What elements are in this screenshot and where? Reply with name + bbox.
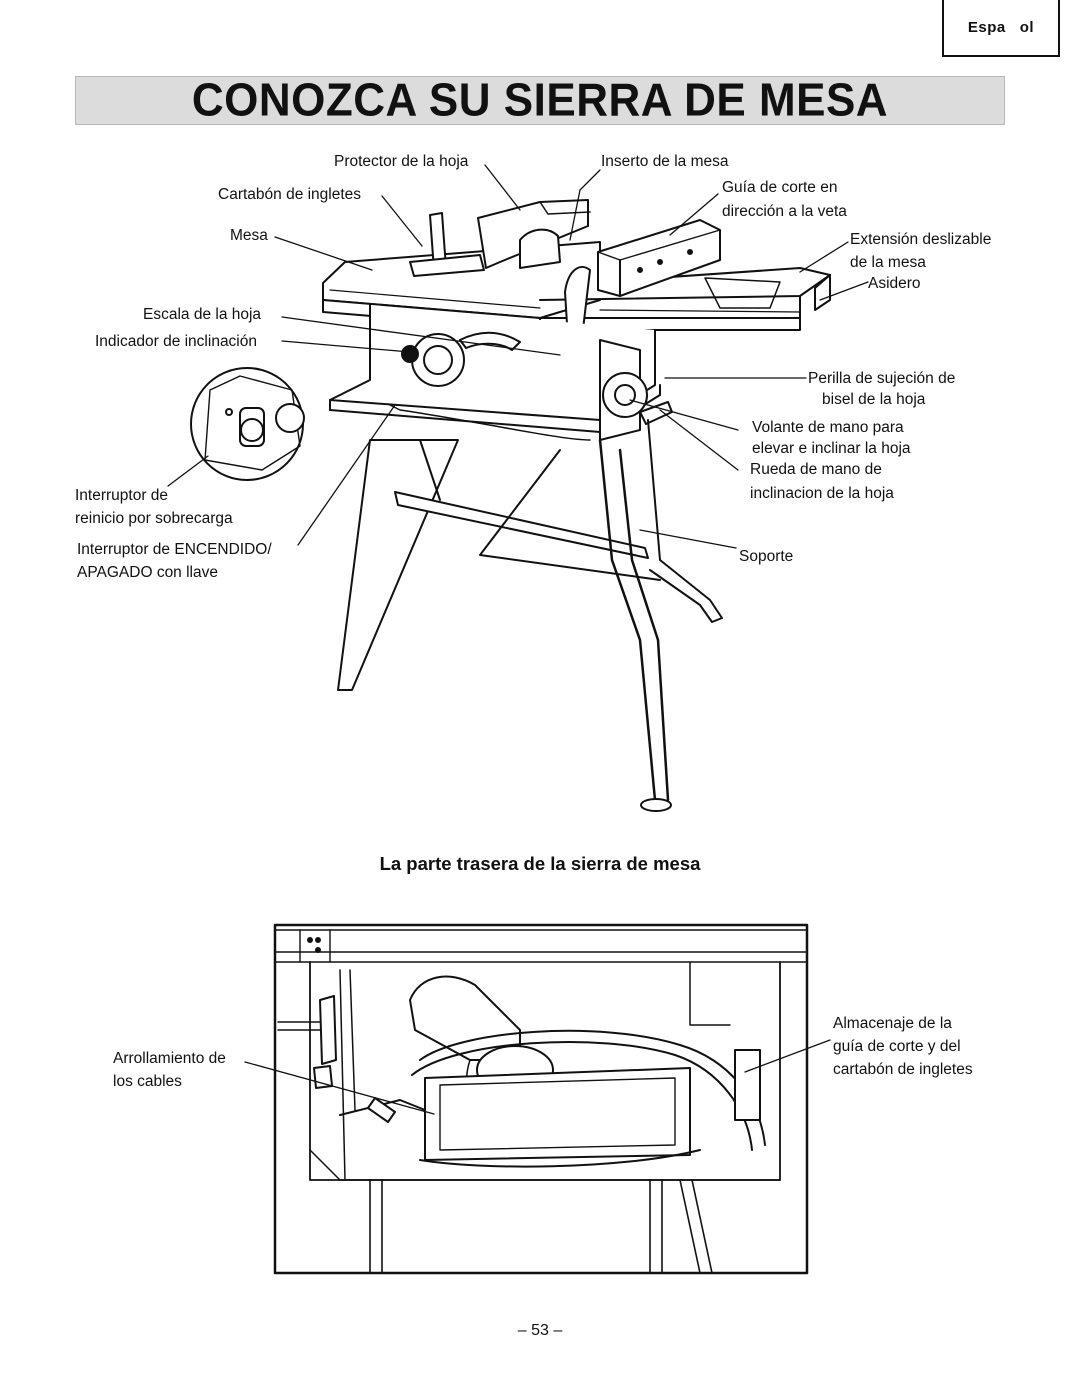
label-escala: Escala de la hoja (143, 306, 262, 323)
label-perilla-1: Perilla de sujeción de (808, 370, 956, 387)
label-encendido-2: APAGADO con llave (77, 564, 218, 581)
label-soporte: Soporte (739, 548, 794, 565)
label-volante-2: elevar e inclinar la hoja (752, 440, 911, 457)
language-tab: Espa ol (942, 0, 1060, 57)
label-perilla-2: bisel de la hoja (822, 391, 926, 408)
label-mesa: Mesa (230, 227, 268, 244)
label-asidero: Asidero (868, 275, 921, 292)
title-bar: CONOZCA SU SIERRA DE MESA (75, 74, 1005, 126)
label-rueda-2: inclinacion de la hoja (750, 485, 894, 502)
label-almacenaje-2: guía de corte y del (833, 1038, 961, 1055)
figure-caption: La parte trasera de la sierra de mesa (379, 853, 701, 874)
page-title: CONOZCA SU SIERRA DE MESA (191, 74, 889, 126)
table-saw-illustration (167, 164, 869, 812)
label-rueda-1: Rueda de mano de (750, 461, 882, 478)
label-guia-1: Guía de corte en (722, 179, 838, 196)
label-extension-2: de la mesa (850, 254, 926, 271)
label-extension-1: Extensión deslizable (850, 231, 992, 248)
page-number: – 53 – (517, 1322, 563, 1339)
label-reinicio-2: reinicio por sobrecarga (75, 510, 233, 527)
label-protector: Protector de la hoja (334, 153, 469, 170)
label-indicador: Indicador de inclinación (95, 333, 257, 350)
label-reinicio-1: Interruptor de (75, 487, 169, 504)
label-guia-2: dirección a la veta (722, 203, 847, 220)
label-almacenaje-1: Almacenaje de la (833, 1015, 952, 1032)
label-volante-1: Volante de mano para (752, 419, 904, 436)
label-almacenaje-3: cartabón de ingletes (833, 1061, 973, 1078)
label-arrollamiento-2: los cables (113, 1073, 182, 1090)
label-encendido-1: Interruptor de ENCENDIDO/ (77, 541, 272, 558)
label-cartabon: Cartabón de ingletes (218, 186, 362, 203)
label-inserto: Inserto de la mesa (601, 153, 729, 170)
label-arrollamiento-1: Arrollamiento de (113, 1050, 226, 1067)
